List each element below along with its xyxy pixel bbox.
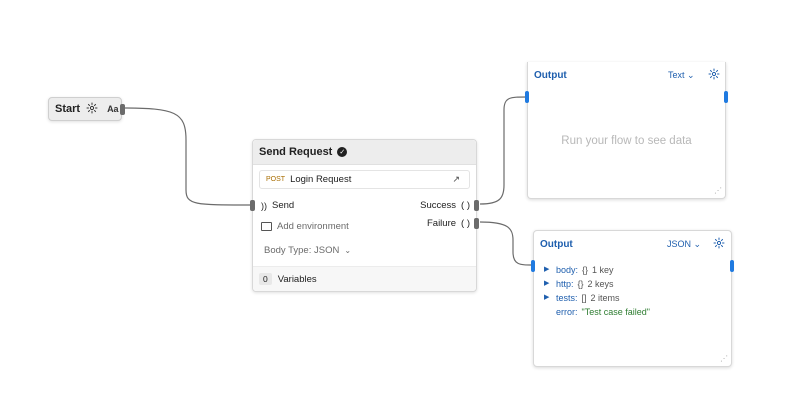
empty-state-message: Run your flow to see data bbox=[561, 135, 692, 147]
json-key: tests: bbox=[556, 293, 578, 303]
gear-icon[interactable] bbox=[708, 68, 720, 83]
start-output-port[interactable] bbox=[120, 104, 125, 115]
json-key: error: bbox=[556, 307, 578, 317]
output-format-select[interactable]: Text ⌄ bbox=[668, 70, 695, 81]
arrow-up-right-icon[interactable]: ↗ bbox=[452, 174, 460, 184]
expand-triangle-icon[interactable]: ▶ bbox=[544, 280, 550, 287]
send-label: Send bbox=[272, 200, 295, 211]
variables-count: 0 bbox=[259, 273, 272, 285]
json-tree-row[interactable]: ▶ http: {} 2 keys bbox=[544, 277, 650, 291]
variables-footer[interactable]: 0 Variables bbox=[253, 266, 476, 291]
output-text-output-port[interactable] bbox=[724, 91, 728, 103]
body-type-select[interactable]: Body Type: JSON ⌄ bbox=[264, 245, 351, 256]
resize-handle-icon[interactable]: ⋰ bbox=[720, 354, 728, 363]
body-type-label: Body Type: JSON bbox=[264, 245, 340, 256]
output-json-input-port[interactable] bbox=[531, 260, 535, 272]
gear-icon[interactable] bbox=[86, 102, 98, 117]
send-input-port[interactable] bbox=[250, 200, 255, 211]
failure-glyph: ( ) bbox=[461, 218, 470, 229]
chevron-down-icon: ⌄ bbox=[687, 70, 695, 80]
expand-triangle-icon[interactable]: ▶ bbox=[544, 266, 550, 273]
json-summary: 2 items bbox=[590, 293, 620, 303]
chevron-down-icon: ⌄ bbox=[344, 246, 352, 255]
success-output-row: Success ( ) bbox=[420, 200, 470, 211]
output-text-node[interactable]: Output Text ⌄ Run your flow to see data … bbox=[525, 62, 728, 199]
variables-label: Variables bbox=[277, 273, 317, 285]
failure-output-row: Failure ( ) bbox=[427, 218, 470, 229]
output-format-select[interactable]: JSON ⌄ bbox=[667, 239, 701, 250]
output-json-node[interactable]: Output JSON ⌄ ▶ body: {} 1 key ▶ http: {… bbox=[531, 230, 734, 367]
start-node[interactable]: Start Aa bbox=[48, 97, 125, 121]
output-json-output-port[interactable] bbox=[730, 260, 734, 272]
add-environment-button[interactable]: Add environment bbox=[261, 221, 349, 232]
failure-label: Failure bbox=[426, 218, 457, 229]
json-tree: ▶ body: {} 1 key ▶ http: {} 2 keys ▶ tes… bbox=[544, 263, 650, 319]
json-key: body: bbox=[556, 265, 579, 275]
signal-icon: )) bbox=[261, 200, 267, 211]
json-tree-row: error: "Test case failed" bbox=[544, 305, 650, 319]
send-input-row: )) Send bbox=[261, 200, 294, 211]
chevron-down-icon: ⌄ bbox=[693, 239, 702, 249]
resize-handle-icon[interactable]: ⋰ bbox=[714, 186, 722, 195]
json-tree-row[interactable]: ▶ body: {} 1 key bbox=[544, 263, 650, 277]
check-circle-icon: ✓ bbox=[337, 147, 348, 157]
type-badge: Aa bbox=[107, 104, 119, 114]
json-summary: 1 key bbox=[592, 265, 614, 275]
wire-failure-to-output-json bbox=[479, 221, 534, 266]
gear-icon[interactable] bbox=[713, 237, 725, 252]
send-request-title: Send Request bbox=[259, 146, 333, 158]
wire-start-to-send bbox=[121, 107, 251, 206]
success-glyph: ( ) bbox=[461, 200, 470, 211]
success-output-port[interactable] bbox=[474, 200, 479, 211]
json-bracket: {} bbox=[577, 279, 584, 289]
output-json-title: Output bbox=[540, 239, 573, 250]
json-tree-row[interactable]: ▶ tests: [] 2 items bbox=[544, 291, 650, 305]
output-format-label: JSON bbox=[667, 239, 692, 249]
json-summary: 2 keys bbox=[587, 279, 614, 289]
output-text-input-port[interactable] bbox=[525, 91, 529, 103]
wire-success-to-output-text bbox=[479, 96, 528, 205]
send-request-node[interactable]: Send Request ✓ POST Login Request ↗ )) S… bbox=[250, 139, 479, 292]
json-value: "Test case failed" bbox=[581, 307, 650, 317]
environment-icon bbox=[261, 222, 272, 231]
output-format-label: Text bbox=[668, 70, 685, 80]
send-request-header: Send Request ✓ bbox=[253, 140, 476, 165]
start-node-title: Start bbox=[55, 103, 81, 115]
request-selector[interactable]: POST Login Request ↗ bbox=[259, 170, 470, 189]
success-label: Success bbox=[420, 200, 457, 211]
json-bracket: {} bbox=[582, 265, 589, 275]
method-badge: POST bbox=[266, 176, 286, 183]
add-environment-label: Add environment bbox=[277, 221, 349, 232]
request-name: Login Request bbox=[290, 174, 352, 185]
json-key: http: bbox=[556, 279, 574, 289]
json-bracket: [] bbox=[581, 293, 587, 303]
expand-triangle-icon[interactable]: ▶ bbox=[544, 294, 550, 301]
output-text-title: Output bbox=[534, 70, 567, 81]
failure-output-port[interactable] bbox=[474, 218, 479, 229]
